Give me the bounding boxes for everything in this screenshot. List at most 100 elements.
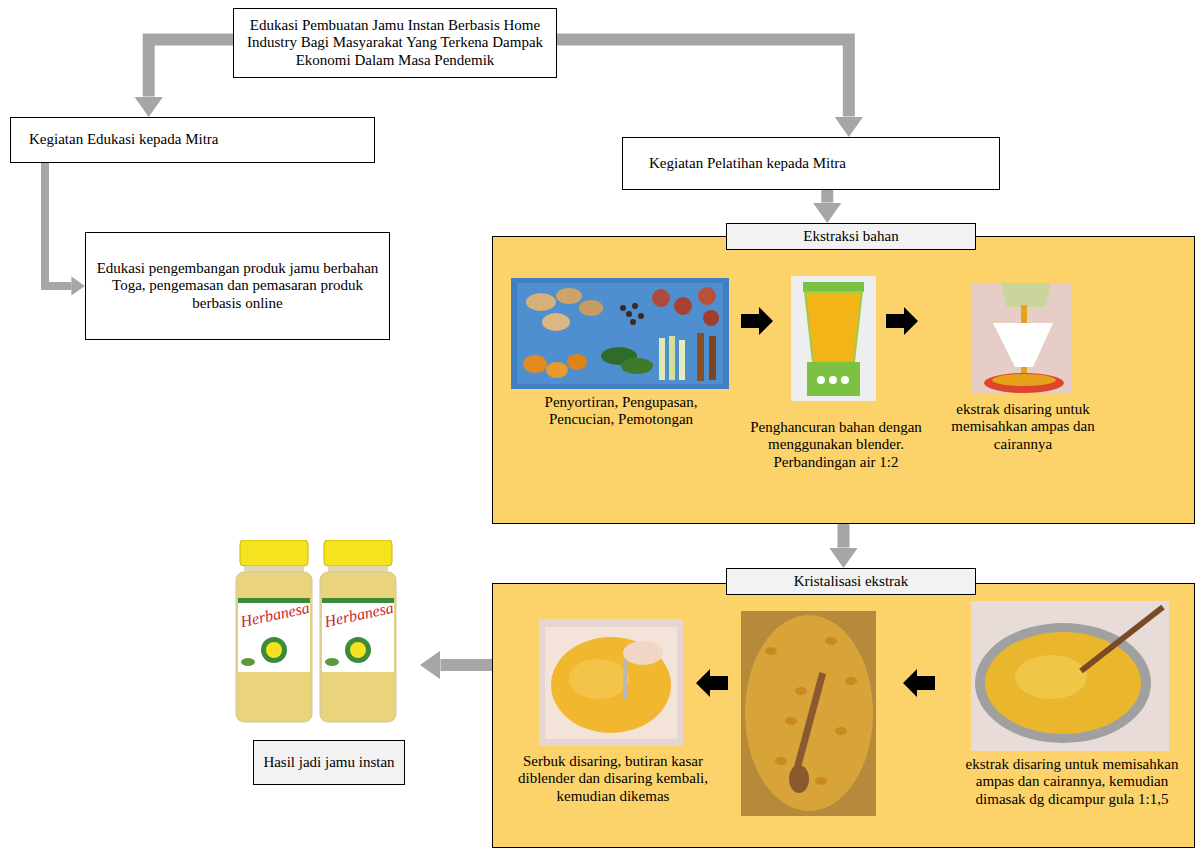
flow-arrow <box>440 659 492 671</box>
illustration-part <box>741 611 876 816</box>
illustration-part <box>659 338 665 380</box>
illustration-part <box>971 601 1169 751</box>
illustration-part <box>971 283 1071 393</box>
result-box: Hasil jadi jamu instan <box>253 740 405 785</box>
illustration-part <box>632 303 638 309</box>
illustration-part <box>320 572 396 722</box>
box-text: Edukasi pengembangan produk jamu berbaha… <box>96 260 379 312</box>
panel-heading-box: Ekstraksi bahan <box>726 223 976 250</box>
illustration-part <box>630 319 636 325</box>
illustration-part <box>841 376 849 384</box>
step-arrow <box>886 307 918 335</box>
box-text: Kegiatan Edukasi kepada Mitra <box>29 131 219 148</box>
activity-box: Kegiatan Pelatihan kepada Mitra <box>622 137 1000 190</box>
panel-heading: Kristalisasi ekstrak <box>733 573 969 590</box>
step-caption: Serbuk disaring, butiran kasar diblender… <box>501 753 725 805</box>
illustration-part <box>698 287 716 305</box>
caption-holder: ekstrak disaring untuk memisahkan ampas … <box>938 401 1108 453</box>
step-arrow <box>696 669 728 697</box>
flow-arrow <box>557 40 849 117</box>
illustration-part <box>679 340 685 380</box>
panel-heading: Ekstraksi bahan <box>733 228 969 245</box>
illustration-part <box>526 293 556 311</box>
box-text: Edukasi Pembuatan Jamu Instan Berbasis H… <box>244 17 546 69</box>
caption-holder: Penghancuran bahan dengan menggunakan bl… <box>736 419 936 471</box>
illustration-part <box>545 627 677 739</box>
illustration-part <box>765 647 777 655</box>
illustration-part <box>621 358 653 374</box>
illustration-part <box>328 566 388 572</box>
illustration-part <box>1021 305 1027 325</box>
illustration-part <box>350 642 366 658</box>
illustration-part <box>324 540 392 566</box>
illustration-part <box>623 641 663 665</box>
illustration-part <box>523 355 547 373</box>
flow-arrow <box>45 163 71 286</box>
illustration-part <box>551 637 671 733</box>
illustration-part <box>985 632 1141 734</box>
illustration-part <box>567 354 587 370</box>
illustration-part <box>539 619 683 746</box>
illustration-part <box>674 297 692 315</box>
illustration-part <box>789 765 809 793</box>
photo <box>971 283 1071 393</box>
caption-holder: Serbuk disaring, butiran kasar diblender… <box>501 753 725 805</box>
illustration-part <box>775 757 787 765</box>
step-caption: ekstrak disaring untuk memisahkan ampas … <box>938 401 1108 453</box>
illustration-part <box>244 566 304 572</box>
illustration-part <box>815 777 827 785</box>
illustration-part <box>975 623 1151 743</box>
illustration-part <box>325 658 339 666</box>
photo <box>741 611 876 816</box>
illustration-part <box>638 313 644 319</box>
illustration-part <box>546 362 568 378</box>
illustration-part <box>703 310 719 326</box>
illustration-part <box>623 659 627 699</box>
illustration-part <box>829 376 837 384</box>
result-text: Hasil jadi jamu instan <box>263 754 394 771</box>
illustration-part <box>620 305 626 311</box>
caption-holder: Penyortiran, Pengupasan, Pencucian, Pemo… <box>511 394 731 429</box>
product-photo <box>236 540 396 722</box>
illustration-part <box>745 615 873 811</box>
illustration-part <box>626 311 632 317</box>
illustration-part <box>539 619 683 746</box>
illustration-part <box>236 572 312 722</box>
box-text: Kegiatan Pelatihan kepada Mitra <box>649 155 846 172</box>
illustration-part <box>709 336 716 380</box>
illustration-part <box>579 300 603 316</box>
illustration-part <box>261 637 287 663</box>
illustration-part <box>542 313 570 331</box>
flow-arrow <box>838 524 850 548</box>
step-arrow <box>741 307 773 335</box>
illustration-part <box>569 659 629 699</box>
illustration-part <box>971 283 1071 393</box>
process-panel: Kristalisasi ekstrakSerbuk disaring, but… <box>492 583 1195 848</box>
illustration-part <box>795 687 807 695</box>
photo <box>539 619 683 746</box>
illustration-part <box>805 292 862 362</box>
panel-heading-box: Kristalisasi ekstrak <box>726 568 976 595</box>
illustration-part <box>785 717 797 725</box>
flow-arrow <box>149 40 233 97</box>
illustration-part <box>803 282 864 292</box>
illustration-part <box>817 376 825 384</box>
illustration-part <box>345 637 371 663</box>
content-box: Edukasi pengembangan produk jamu berbaha… <box>85 232 390 340</box>
photo <box>511 278 729 389</box>
illustration-part <box>984 373 1064 393</box>
illustration-part <box>697 333 704 381</box>
step-arrow <box>903 669 935 697</box>
illustration-part <box>791 276 876 401</box>
illustration-part <box>1015 655 1087 699</box>
illustration-part <box>791 276 876 401</box>
step-caption: Penyortiran, Pengupasan, Pencucian, Pemo… <box>511 394 731 429</box>
illustration-part <box>517 283 723 384</box>
process-panel: Ekstraksi bahanPenyortiran, Pengupasan, … <box>492 236 1195 524</box>
step-caption: Penghancuran bahan dengan menggunakan bl… <box>736 419 936 471</box>
title-box: Edukasi Pembuatan Jamu Instan Berbasis H… <box>233 8 557 78</box>
step-caption: ekstrak disaring untuk memisahkan ampas … <box>961 756 1183 808</box>
illustration-part <box>992 374 1056 386</box>
illustration-part <box>652 289 670 307</box>
illustration-part <box>266 642 282 658</box>
